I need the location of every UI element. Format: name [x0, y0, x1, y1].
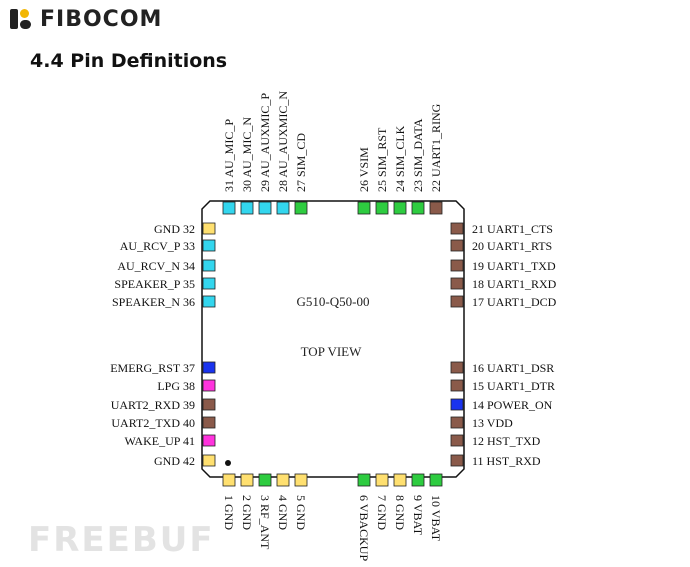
pin-23-label: 23 SIM_DATA: [411, 118, 425, 192]
pin-38-label: LPG 38: [157, 379, 195, 393]
pin-2-pad: [240, 473, 254, 487]
pin-40-label: UART2_TXD 40: [111, 416, 195, 430]
pin-18-pad: [450, 277, 464, 290]
pin-27-label: 27 SIM_CD: [294, 133, 308, 192]
pin-26-label: 26 VSIM: [357, 147, 371, 192]
pin-19-pad: [450, 259, 464, 272]
pin-41-label: WAKE_UP 41: [124, 434, 195, 448]
pin-26-pad: [357, 201, 371, 215]
section-heading: 4.4 Pin Definitions: [30, 50, 228, 72]
chip-view-label: TOP VIEW: [301, 344, 363, 359]
pin-8-pad: [393, 473, 407, 487]
pin-32-pad: [202, 222, 216, 235]
pin-18-label: 18 UART1_RXD: [472, 277, 557, 291]
pin-39-label: UART2_RXD 39: [111, 398, 195, 412]
fibocom-logo: FIBOCOM: [10, 6, 162, 32]
pin-20-pad: [450, 239, 464, 252]
pin-29-label: 29 AU_AUXMIC_P: [258, 93, 272, 192]
pin-20-label: 20 UART1_RTS: [472, 239, 552, 253]
pin-9-label: 9 VBAT: [411, 495, 425, 536]
pin-6-label: 6 VBACKUP: [357, 495, 371, 561]
pin-28-pad: [276, 201, 290, 215]
pin-31-pad: [222, 201, 236, 215]
pin-19-label: 19 UART1_TXD: [472, 259, 556, 273]
pin-25-label: 25 SIM_RST: [375, 127, 389, 192]
pin-23-pad: [411, 201, 425, 215]
pin-37-label: EMERG_RST 37: [110, 361, 195, 375]
pin-7-pad: [375, 473, 389, 487]
watermark: FREEBUF: [28, 520, 215, 560]
pin-42-label: GND 42: [154, 454, 195, 468]
pin1-marker-dot: [225, 460, 231, 466]
pin-6-pad: [357, 473, 371, 487]
pin-27-pad: [294, 201, 308, 215]
pin-16-pad: [450, 361, 464, 374]
pin-34-pad: [202, 259, 216, 272]
pin-4-label: 4 GND: [276, 495, 290, 530]
pin-36-label: SPEAKER_N 36: [112, 295, 195, 309]
pin-15-label: 15 UART1_DTR: [472, 379, 555, 393]
pin-1-label: 1 GND: [222, 495, 236, 530]
pin-7-label: 7 GND: [375, 495, 389, 530]
pin-31-label: 31 AU_MIC_P: [222, 119, 236, 192]
pin-33-pad: [202, 239, 216, 252]
pin-33-label: AU_RCV_P 33: [120, 239, 195, 253]
pin-35-label: SPEAKER_P 35: [114, 277, 195, 291]
pin-25-pad: [375, 201, 389, 215]
pin-28-label: 28 AU_AUXMIC_N: [276, 91, 290, 192]
pin-41-pad: [202, 434, 216, 447]
pin-36-pad: [202, 295, 216, 308]
pin-16-label: 16 UART1_DSR: [472, 361, 554, 375]
pin-32-label: GND 32: [154, 222, 195, 236]
pin-14-pad: [450, 398, 464, 411]
pin-11-pad: [450, 454, 464, 467]
pin-22-label: 22 UART1_RING: [429, 103, 443, 192]
pin-21-label: 21 UART1_CTS: [472, 222, 553, 236]
pin-10-pad: [429, 473, 443, 487]
pin-22-pad: [429, 201, 443, 215]
pin-29-pad: [258, 201, 272, 215]
pin-38-pad: [202, 379, 216, 392]
pin-37-pad: [202, 361, 216, 374]
chip-outline: [201, 200, 465, 478]
pin-13-pad: [450, 416, 464, 429]
pin-5-pad: [294, 473, 308, 487]
pin-3-pad: [258, 473, 272, 487]
pin-17-label: 17 UART1_DCD: [472, 295, 557, 309]
pin-12-pad: [450, 434, 464, 447]
pin-14-label: 14 POWER_ON: [472, 398, 553, 412]
pin-35-pad: [202, 277, 216, 290]
pin-17-pad: [450, 295, 464, 308]
pin-30-pad: [240, 201, 254, 215]
pin-34-label: AU_RCV_N 34: [117, 259, 195, 273]
pin-3-label: 3 RF_ANT: [258, 495, 272, 550]
pin-2-label: 2 GND: [240, 495, 254, 530]
pin-24-label: 24 SIM_CLK: [393, 125, 407, 192]
pin-5-label: 5 GND: [294, 495, 308, 530]
pin-42-pad: [202, 454, 216, 467]
pin-1-pad: [222, 473, 236, 487]
pin-10-label: 10 VBAT: [429, 495, 443, 542]
fibocom-logo-mark-icon: [10, 7, 34, 31]
pin-21-pad: [450, 222, 464, 235]
pin-40-pad: [202, 416, 216, 429]
pin-13-label: 13 VDD: [472, 416, 513, 430]
chip-part-number: G510-Q50-00: [297, 294, 370, 309]
pin-39-pad: [202, 398, 216, 411]
pin-11-label: 11 HST_RXD: [472, 454, 541, 468]
pin-4-pad: [276, 473, 290, 487]
pin-15-pad: [450, 379, 464, 392]
pin-24-pad: [393, 201, 407, 215]
pin-8-label: 8 GND: [393, 495, 407, 530]
pin-30-label: 30 AU_MIC_N: [240, 117, 254, 192]
pin-12-label: 12 HST_TXD: [472, 434, 541, 448]
brand-name: FIBOCOM: [40, 6, 163, 32]
pin-9-pad: [411, 473, 425, 487]
